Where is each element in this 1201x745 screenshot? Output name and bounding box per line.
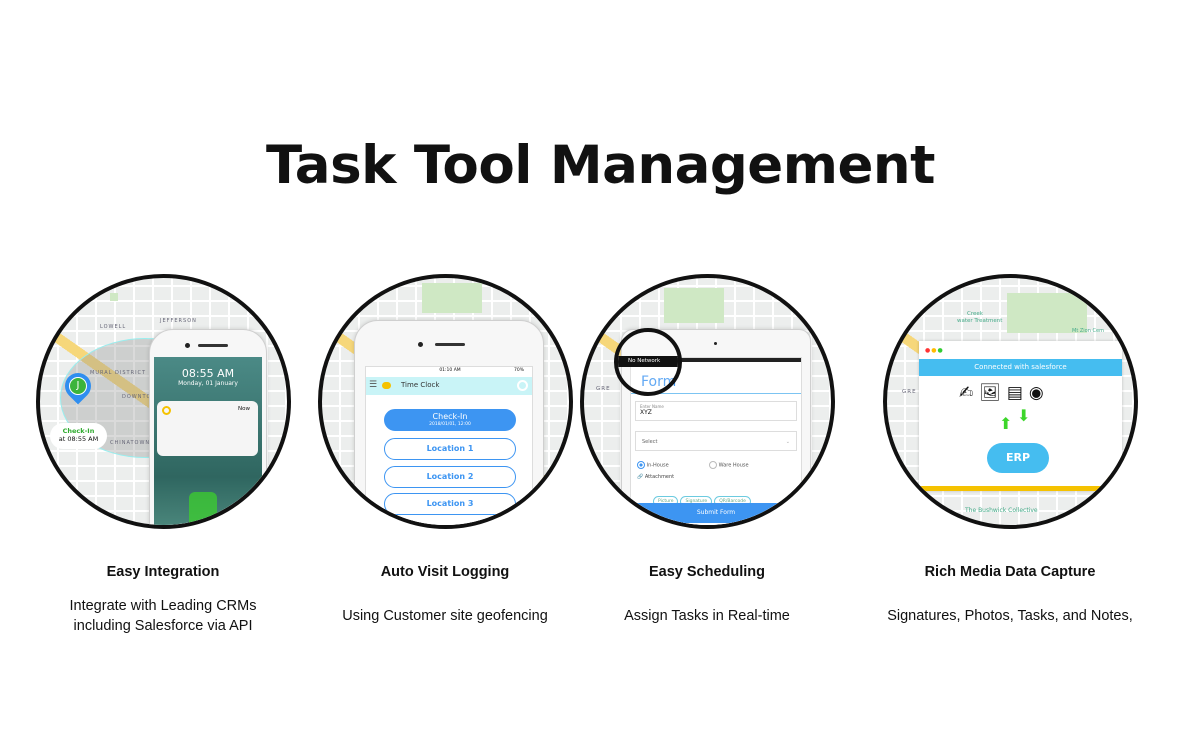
task-check-icon: ◉ xyxy=(1028,383,1050,403)
map-label: CHINATOWN xyxy=(110,440,151,446)
auto-visit-logging-illustration: 01:10 AM 70% ☰ Time Clock Check-In 2018/… xyxy=(318,274,573,529)
radio-ware-house[interactable]: Ware House xyxy=(709,461,749,469)
power-icon[interactable] xyxy=(517,380,528,391)
location-1-button[interactable]: Location 1 xyxy=(384,438,516,460)
feature-auto-visit-logging: Auto Visit Logging Using Customer site g… xyxy=(342,564,548,624)
checkin-button[interactable]: Check-In 2018/01/01, 12:00 xyxy=(384,409,516,431)
easy-integration-illustration: JEFFERSON LOWELL MURAL DISTRICT DOWNTO C… xyxy=(36,274,291,529)
upload-arrow-icon: ⬆ xyxy=(999,414,1013,433)
user-avatar: J xyxy=(69,377,87,395)
map-label: GRE xyxy=(596,386,611,392)
attachment-label: 🔗 Attachment xyxy=(637,474,675,480)
erp-cloud: ERP xyxy=(987,443,1049,473)
map-label: JEFFERSON xyxy=(160,318,197,324)
feature-easy-integration: Easy Integration Integrate with Leading … xyxy=(69,564,257,634)
worker-photo xyxy=(189,492,217,525)
radio-in-house[interactable]: In-House xyxy=(637,461,669,469)
name-field[interactable]: Enter Name XYZ xyxy=(635,401,797,421)
app-logo-icon xyxy=(382,382,391,389)
submit-form-button[interactable]: Submit Form xyxy=(631,503,801,523)
phone-mockup: 08:55 AM Monday, 01 January Now xyxy=(149,329,267,525)
notes-icon: ▤ xyxy=(1006,383,1029,403)
lock-screen: 08:55 AM Monday, 01 January Now xyxy=(154,357,262,525)
map-label: LOWELL xyxy=(100,324,127,330)
app-icon xyxy=(162,406,171,415)
phone-screen: 01:10 AM 70% ☰ Time Clock Check-In 2018/… xyxy=(365,366,533,525)
magnifier: No Network xyxy=(614,328,682,396)
paperclip-icon: 🔗 xyxy=(637,474,644,480)
page-title: Task Tool Management xyxy=(265,135,936,196)
location-3-button[interactable]: Location 3 xyxy=(384,493,516,515)
no-network-status: No Network xyxy=(618,356,678,367)
easy-scheduling-illustration: GRE Form Enter Name XYZ Select⌄ In-House… xyxy=(580,274,835,529)
map-label: MURAL DISTRICT xyxy=(90,370,147,376)
download-arrow-icon: ⬇ xyxy=(1017,406,1031,425)
map-label: DOWNTO xyxy=(122,394,152,400)
salesforce-banner: Connected with salesforce xyxy=(919,359,1122,376)
app-window: ●●● Connected with salesforce ✍🖼▤◉ ⬆ ⬇ E… xyxy=(919,341,1122,491)
photos-icon: 🖼 xyxy=(979,383,1007,403)
notification-card[interactable]: Now xyxy=(157,401,258,456)
app-title: Time Clock xyxy=(401,381,440,389)
phone-mockup: 01:10 AM 70% ☰ Time Clock Check-In 2018/… xyxy=(354,320,544,525)
feature-easy-scheduling: Easy Scheduling Assign Tasks in Real-tim… xyxy=(624,564,790,624)
signature-icon: ✍ xyxy=(959,383,980,403)
menu-icon[interactable]: ☰ xyxy=(369,380,378,390)
chevron-down-icon: ⌄ xyxy=(785,439,790,445)
location-2-button[interactable]: Location 2 xyxy=(384,466,516,488)
rich-media-illustration: Creek water Treatment Mt Zion Cem GRE Th… xyxy=(883,274,1138,529)
select-dropdown[interactable]: Select⌄ xyxy=(635,431,797,451)
checkin-bubble: Check-In at 08:55 AM xyxy=(50,423,107,449)
app-header: ☰ Time Clock xyxy=(366,377,532,395)
feature-rich-media-data-capture: Rich Media Data Capture Signatures, Phot… xyxy=(887,564,1133,624)
